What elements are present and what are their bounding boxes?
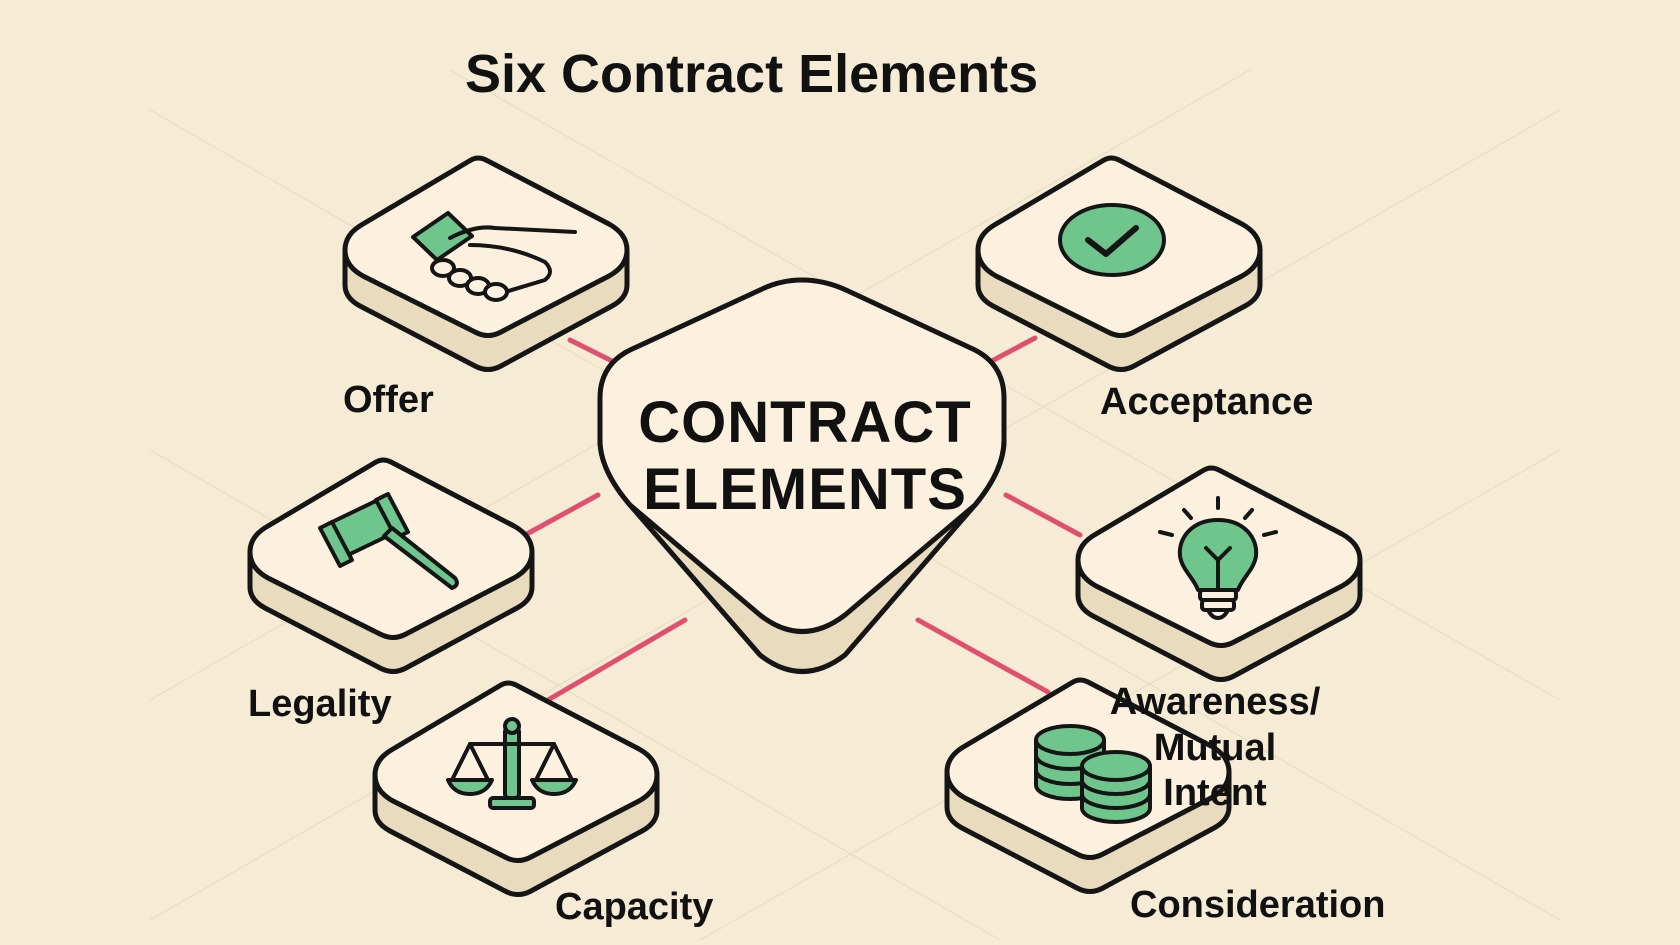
tile-capacity (372, 680, 660, 897)
scales-icon (446, 717, 578, 810)
tile-legality (247, 457, 535, 674)
connectors (522, 335, 1083, 703)
checkmark-icon (1058, 203, 1166, 277)
connector-legality (522, 492, 601, 538)
tile-offer (342, 155, 630, 372)
coins-icon (1034, 724, 1152, 824)
central-hexagon (597, 277, 1007, 674)
tile-consideration (944, 677, 1232, 894)
label-capacity: Capacity (555, 886, 714, 928)
tile-awareness (1075, 465, 1363, 682)
label-consideration: Consideration (1130, 884, 1386, 926)
label-legality: Legality (248, 683, 392, 725)
lightbulb-icon (1158, 496, 1278, 620)
connector-consideration (915, 617, 1051, 695)
label-awareness: Awareness/ Mutual Intent (1109, 681, 1321, 815)
connector-capacity (545, 617, 688, 703)
page-title: Six Contract Elements (465, 44, 1039, 104)
gavel-icon (318, 492, 459, 590)
label-acceptance: Acceptance (1100, 381, 1314, 423)
handshake-icon (411, 211, 577, 302)
center-label: CONTRACT ELEMENTS (638, 390, 972, 522)
label-offer: Offer (343, 379, 434, 421)
tile-acceptance (975, 155, 1263, 372)
connector-awareness (1003, 492, 1083, 538)
